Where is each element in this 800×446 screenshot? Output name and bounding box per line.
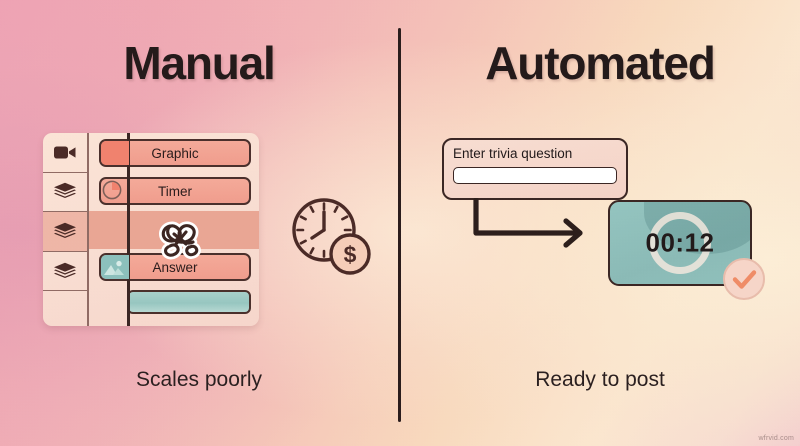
clip-body: Timer — [99, 177, 251, 205]
rail-item-layers-1[interactable] — [43, 173, 87, 213]
watermark: wfrvid.com — [758, 435, 794, 442]
question-input-card[interactable]: Enter trivia question — [442, 138, 628, 200]
question-label: Enter trivia question — [453, 146, 573, 161]
image-icon — [104, 260, 124, 275]
rail-item-empty[interactable] — [43, 291, 87, 326]
layers-icon — [54, 262, 76, 278]
clip-leading-block — [101, 141, 129, 165]
clip-label: Answer — [152, 259, 198, 275]
panel-divider — [398, 28, 401, 422]
countdown-ring-icon — [649, 212, 711, 274]
rail-item-layers-2[interactable] — [43, 212, 87, 252]
question-input[interactable] — [453, 167, 617, 184]
status-badge — [723, 258, 765, 300]
rail-divider — [87, 133, 89, 326]
rail-item-video[interactable] — [43, 133, 87, 173]
clip-body: Graphic — [99, 139, 251, 167]
caption-automated: Ready to post — [535, 368, 665, 391]
clip-label: Timer — [158, 183, 192, 199]
layers-icon — [54, 222, 76, 238]
clock-dollar-icon: $ — [292, 198, 371, 275]
pie-timer-icon — [102, 180, 122, 200]
flow-arrow-icon — [473, 198, 583, 248]
image-thumbnail — [101, 255, 129, 279]
timer-readout: 00:12 — [645, 227, 715, 258]
track-clip-teal[interactable] — [127, 290, 251, 314]
editor-icon-rail — [43, 133, 87, 326]
layers-icon — [54, 183, 76, 199]
page-title-automated: Automated — [485, 37, 716, 89]
tangled-knot-icon — [159, 221, 201, 260]
manual-editor-mockup: Graphic Timer — [43, 133, 259, 326]
check-icon — [732, 270, 757, 289]
track-clip-timer[interactable]: Timer — [99, 177, 251, 205]
caption-manual: Scales poorly — [135, 368, 263, 391]
timeline-playhead[interactable] — [127, 133, 130, 326]
page-title-manual: Manual — [123, 37, 275, 89]
video-camera-icon — [54, 146, 76, 159]
clip-label: Graphic — [151, 145, 199, 161]
rail-item-layers-3[interactable] — [43, 252, 87, 292]
track-clip-graphic[interactable]: Graphic — [99, 139, 251, 167]
svg-text:$: $ — [344, 242, 357, 268]
